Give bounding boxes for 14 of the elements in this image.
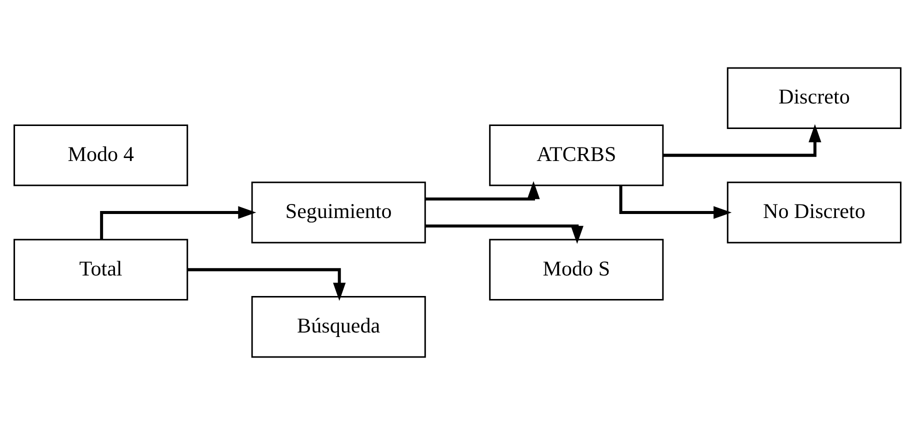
arrow — [425, 181, 540, 200]
node-box: Búsqueda — [251, 296, 426, 358]
arrow — [663, 124, 822, 157]
node-box: ATCRBS — [489, 124, 664, 186]
node-box: Total — [14, 238, 188, 301]
node-box: No Discreto — [726, 182, 902, 244]
arrow — [619, 186, 732, 219]
arrow — [188, 268, 346, 301]
arrow — [100, 206, 256, 240]
node-box: Modo 4 — [14, 124, 188, 186]
node-box: Discreto — [726, 67, 902, 129]
arrow — [425, 224, 584, 244]
node-box: Seguimiento — [251, 182, 426, 244]
node-box: Modo S — [489, 238, 664, 301]
